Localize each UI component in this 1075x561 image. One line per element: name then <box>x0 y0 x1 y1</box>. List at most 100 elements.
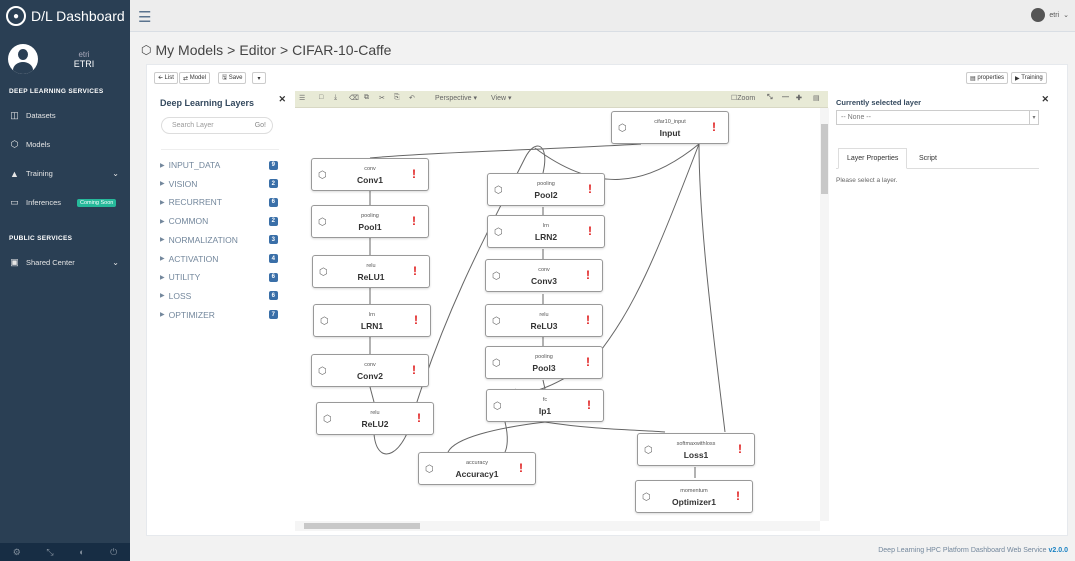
layer-category-label: ACTIVATION <box>168 253 219 264</box>
training-button[interactable]: ▶ Training <box>1011 72 1047 84</box>
list-icon[interactable]: ☰ <box>299 95 306 102</box>
layer-count-badge: 6 <box>268 272 278 282</box>
view-menu[interactable]: View ▾ <box>491 95 512 102</box>
menu-toggle-icon[interactable]: ☰ <box>138 9 152 26</box>
cut-icon[interactable]: ✂ <box>379 95 385 102</box>
sidebar-footer: ⚙ ⤡ ◐ ⏻ <box>0 543 130 561</box>
sidebar-item-training[interactable]: ▲ Training ⌄ <box>0 159 130 188</box>
perspective-menu[interactable]: Perspective ▾ <box>435 95 478 102</box>
zoom-toggle[interactable]: ☐Zoom <box>731 95 756 102</box>
copy-icon[interactable]: ⧉ <box>364 94 369 101</box>
layer-node-type: softmaxwithloss <box>676 441 716 447</box>
close-icon[interactable]: ✕ <box>278 94 286 104</box>
warning-icon: ! <box>586 268 590 282</box>
panel-toggle-icon[interactable]: ▤ <box>813 95 820 102</box>
download-icon[interactable]: ⤓ <box>334 94 338 101</box>
save-button[interactable]: 🖫 Save <box>218 72 247 84</box>
eraser-icon[interactable]: ⌫ <box>349 95 359 102</box>
layer-category-label: INPUT_DATA <box>168 160 221 170</box>
sidebar-item-models[interactable]: ⬡ Models <box>0 130 130 159</box>
sidebar-item-inferences[interactable]: ▭ Inferences Coming Soon <box>0 188 130 217</box>
canvas-horizontal-scrollbar[interactable] <box>295 521 820 531</box>
search-go-button[interactable]: Go! <box>254 122 266 129</box>
save-icon: 🖫 <box>222 75 228 81</box>
eye-slash-icon[interactable]: ◐ <box>79 547 85 557</box>
layer-node-type: lrn <box>542 223 550 229</box>
brand[interactable]: ● D/L Dashboard <box>0 0 130 32</box>
undo-icon[interactable]: ↶ <box>409 95 415 102</box>
settings-icon[interactable]: ⚙ <box>12 546 21 557</box>
fit-icon[interactable]: ⤡ <box>767 94 773 101</box>
view-label: View <box>491 95 507 102</box>
power-icon[interactable]: ⏻ <box>110 546 118 557</box>
cube-icon: ⬡ <box>492 358 501 369</box>
caret-right-icon: ▶ <box>160 274 165 281</box>
layer-node-type: momentum <box>680 488 708 494</box>
model-button[interactable]: ⇄ Model <box>179 72 211 84</box>
folder-icon[interactable]: □ <box>319 94 324 101</box>
caret-right-icon: ▶ <box>160 162 165 169</box>
user-menu[interactable]: etri ⌄ <box>1031 8 1069 22</box>
canvas-vertical-scrollbar[interactable] <box>820 108 829 521</box>
layer-node-name: ReLU2 <box>361 419 389 429</box>
cube-icon: ⬡ <box>319 267 328 278</box>
close-icon[interactable]: ✕ <box>1041 94 1049 104</box>
sidebar-item-shared-center[interactable]: ▣ Shared Center ⌄ <box>0 248 130 277</box>
layer-select[interactable]: -- None -- ▾ <box>836 110 1039 125</box>
layer-count-badge: 2 <box>268 179 278 189</box>
cube-icon: ⬡ <box>492 316 501 327</box>
caret-right-icon: ▶ <box>160 293 165 300</box>
zoom-in-icon[interactable]: ✚ <box>796 95 802 102</box>
breadcrumb-my-models[interactable]: My Models <box>155 42 224 58</box>
tab-script[interactable]: Script <box>919 155 937 162</box>
save-dropdown-button[interactable]: ▾ <box>252 72 266 84</box>
edge-relu2-pool2 <box>373 145 546 455</box>
warning-icon: ! <box>588 182 592 196</box>
layer-select-value: -- None -- <box>841 114 871 121</box>
list-button[interactable]: 🡨 List <box>154 72 178 84</box>
layer-count-badge: 6 <box>268 291 278 301</box>
zoom-out-icon[interactable]: — <box>782 94 789 101</box>
database-icon: ◫ <box>10 110 19 120</box>
layer-node-name: ReLU3 <box>530 321 558 331</box>
fullscreen-icon[interactable]: ⤡ <box>46 546 54 557</box>
paste-icon[interactable]: ⎘ <box>394 94 400 101</box>
model-button-label: Model <box>189 75 207 81</box>
cube-icon: ⬡ <box>323 414 332 425</box>
tab-layer-properties[interactable]: Layer Properties <box>838 148 908 169</box>
layer-node-type: conv <box>364 166 376 172</box>
cube-icon: ⬡ <box>320 316 329 327</box>
breadcrumb-editor[interactable]: Editor <box>239 42 276 58</box>
layers-panel: Deep Learning Layers ✕ Search Layer Go! … <box>154 92 289 532</box>
search-layer-input[interactable]: Search Layer Go! <box>161 117 273 134</box>
layer-category-label: OPTIMIZER <box>168 309 215 320</box>
properties-button[interactable]: ▤ properties <box>966 72 1009 84</box>
sidebar-item-datasets[interactable]: ◫ Datasets <box>0 101 130 130</box>
